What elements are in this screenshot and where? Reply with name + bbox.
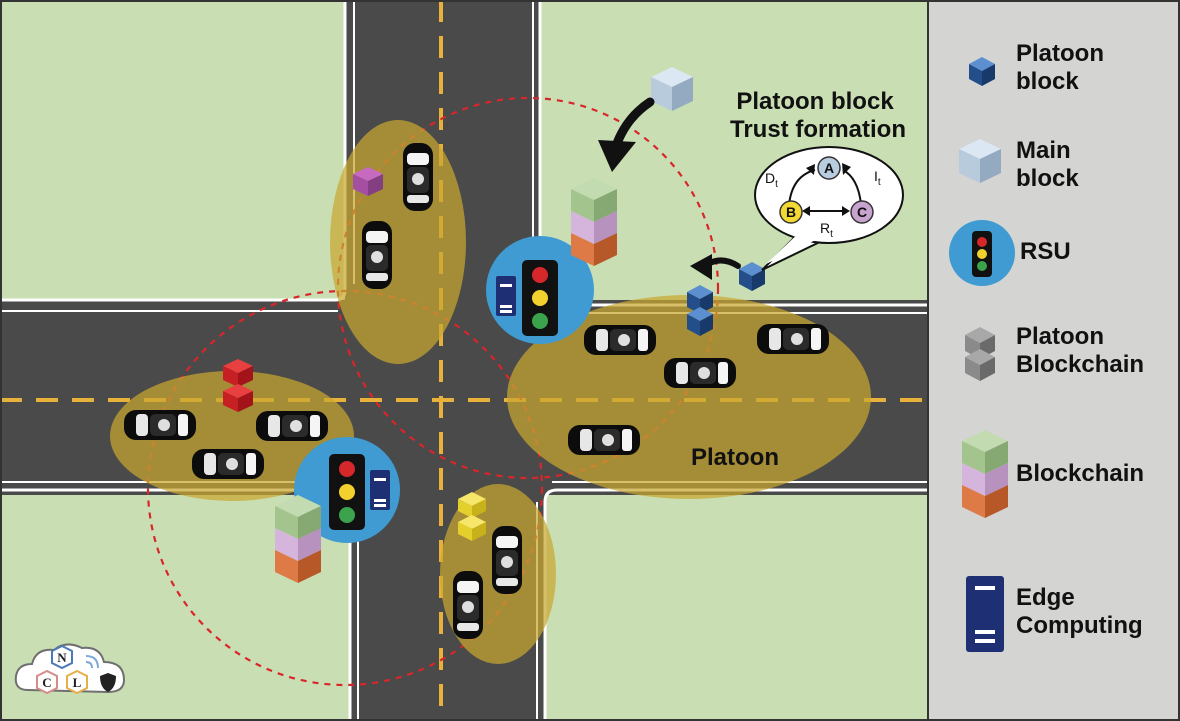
car [256, 411, 328, 441]
trust-formation-bubble: A B C Dt It Rt [754, 146, 904, 271]
legend-platoon-blockchain-line2: Blockchain [1016, 351, 1144, 378]
trust-node-c: C [857, 204, 867, 220]
ncl-logo: N C L [14, 643, 126, 695]
car [757, 324, 829, 354]
traffic-light-icon [522, 260, 558, 336]
platoon-label: Platoon [691, 444, 779, 471]
platoon-area-west [110, 371, 354, 501]
legend-platoon-blockchain-line1: Platoon [1016, 323, 1104, 350]
trust-edge-d: Dt [765, 170, 778, 190]
shield-icon [100, 673, 116, 692]
rsu-north-east [486, 236, 594, 344]
legend-blockchain-icon [962, 430, 1008, 518]
legend-platoon-block-line1: Platoon [1016, 40, 1104, 67]
car [492, 526, 522, 594]
logo-letter-c: C [42, 675, 51, 690]
car [664, 358, 736, 388]
wifi-icon [85, 655, 99, 669]
blockchain-stack-icon [275, 495, 321, 583]
server-icon [370, 470, 390, 510]
trust-node-a: A [824, 160, 834, 176]
trust-edge-i: It [874, 168, 881, 188]
car [584, 325, 656, 355]
car [453, 571, 483, 639]
legend-rsu-label: RSU [1020, 238, 1071, 265]
legend-main-block-line1: Main [1016, 137, 1071, 164]
legend-edge-computing-line1: Edge [1016, 584, 1075, 611]
legend-edge-computing-icon [966, 576, 1004, 652]
trust-title-line2: Trust formation [730, 116, 906, 143]
platoon-area-north [330, 120, 466, 364]
legend-edge-computing-line2: Computing [1016, 612, 1143, 639]
car [124, 410, 196, 440]
car [362, 221, 392, 289]
legend-main-block-line2: block [1016, 165, 1079, 192]
logo-letter-n: N [57, 650, 67, 665]
traffic-light-icon [329, 454, 365, 530]
trust-node-b: B [786, 204, 796, 220]
trust-title-line1: Platoon block [736, 88, 894, 115]
legend-panel: Platoon block Main block RSU Platoon Blo… [927, 0, 1180, 721]
car [192, 449, 264, 479]
car [568, 425, 640, 455]
blockchain-stack-icon [571, 178, 617, 266]
trust-edge-r: Rt [820, 220, 833, 240]
legend-rsu-icon [949, 220, 1015, 286]
legend-platoon-block-line2: block [1016, 68, 1079, 95]
legend-blockchain-label: Blockchain [1016, 460, 1144, 487]
car [403, 143, 433, 211]
arrow-platoon-block [690, 254, 741, 280]
logo-letter-l: L [73, 675, 82, 690]
server-icon [496, 276, 516, 316]
arrow-main-block-to-stack [598, 97, 655, 172]
